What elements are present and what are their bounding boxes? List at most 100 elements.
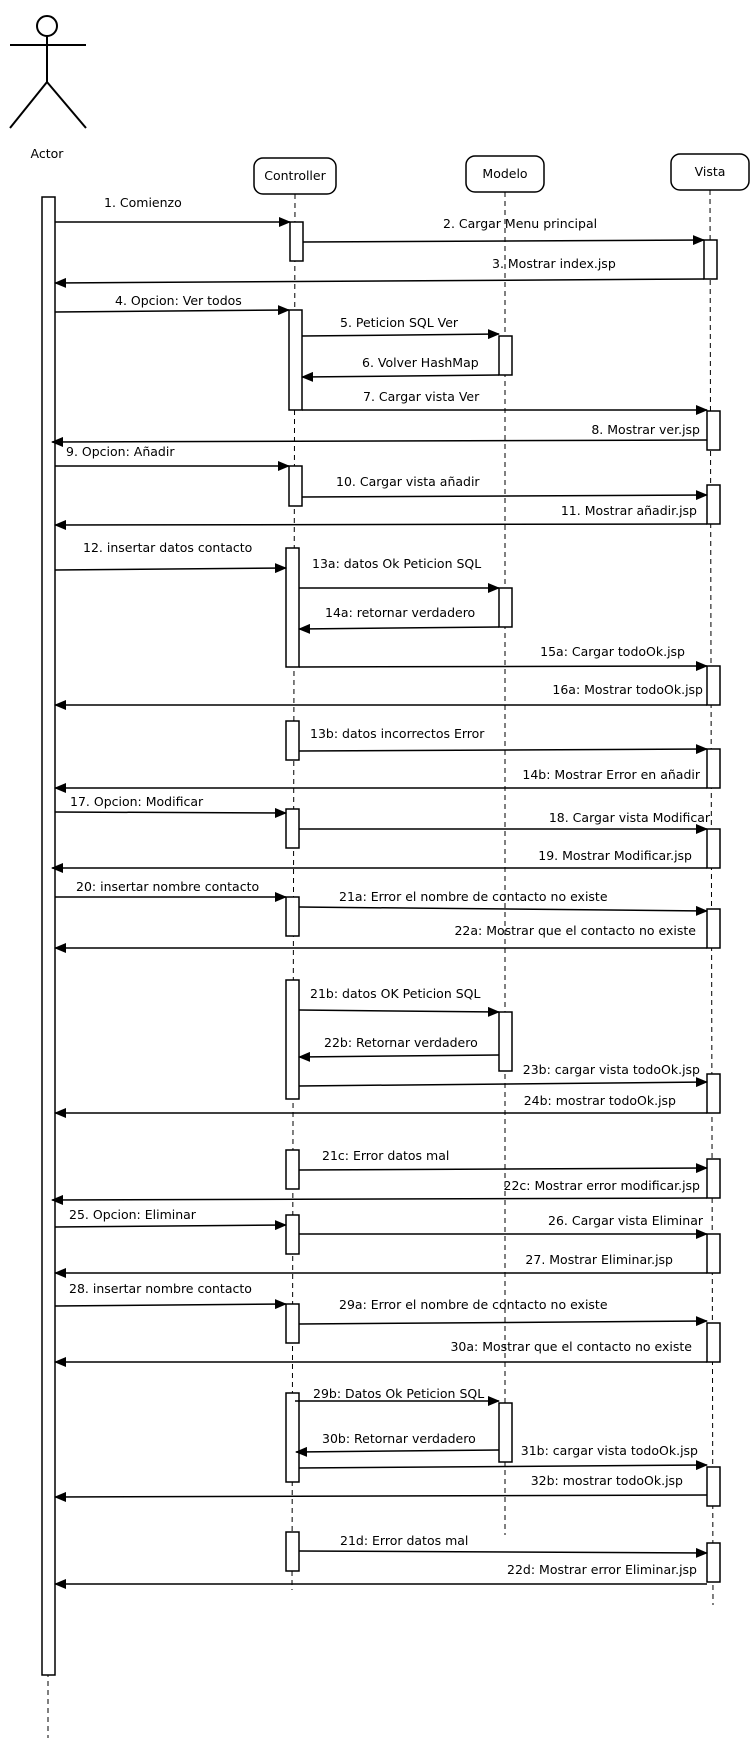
message-label: 16a: Mostrar todoOk.jsp [552, 682, 703, 697]
message-label: 19. Mostrar Modificar.jsp [538, 848, 692, 863]
message-label: 6. Volver HashMap [362, 355, 479, 370]
message-label: 21b: datos OK Peticion SQL [310, 986, 480, 1001]
message-label: 21a: Error el nombre de contacto no exis… [339, 889, 608, 904]
vista-lifeline [709, 189, 714, 1606]
controller-activation [285, 1531, 300, 1572]
controller-lifeline [291, 193, 296, 1591]
message-arrow [54, 807, 287, 818]
modelo-activation [498, 335, 513, 376]
message-arrow [301, 371, 500, 382]
message-arrow [298, 1006, 500, 1017]
vista-activation [706, 1233, 721, 1274]
message-arrow [301, 329, 500, 340]
message-arrow [54, 519, 708, 530]
message-arrow [54, 305, 290, 316]
message-label: 13b: datos incorrectos Error [310, 726, 485, 741]
message-arrow [298, 1163, 708, 1174]
message-arrow [54, 563, 287, 574]
message-arrow [51, 436, 708, 447]
controller-activation [288, 465, 303, 507]
modelo-label: Modelo [482, 166, 527, 181]
controller-activation [285, 1214, 300, 1255]
message-arrow [298, 1547, 708, 1558]
vista-activation [706, 484, 721, 525]
message-label: 21c: Error datos mal [322, 1148, 449, 1163]
message-label: 5. Peticion SQL Ver [340, 315, 459, 330]
message-label: 12. insertar datos contacto [83, 540, 252, 555]
controller-activation [285, 1392, 300, 1483]
message-arrow [298, 1077, 708, 1088]
message-arrow [54, 277, 705, 288]
message-label: 1. Comienzo [104, 195, 182, 210]
message-arrow [298, 1051, 500, 1062]
message-arrow [51, 1194, 708, 1205]
message-label: 22a: Mostrar que el contacto no existe [454, 923, 696, 938]
controller-activation [285, 720, 300, 761]
message-label: 10. Cargar vista añadir [336, 474, 480, 489]
message-label: 9. Opcion: Añadir [66, 444, 175, 459]
controller-activation [285, 979, 300, 1100]
actor-activation [41, 196, 56, 1676]
message-arrow [298, 661, 708, 672]
message-label: 14b: Mostrar Error en añadir [522, 767, 700, 782]
message-label: 31b: cargar vista todoOk.jsp [521, 1443, 698, 1458]
actor-label: Actor [31, 146, 65, 161]
message-label: 13a: datos Ok Peticion SQL [312, 556, 481, 571]
controller-activation [285, 547, 300, 668]
controller-activation [285, 896, 300, 937]
message-arrow [295, 1446, 500, 1457]
controller-activation [285, 808, 300, 849]
actor-figure-icon [9, 15, 87, 129]
controller-label: Controller [264, 168, 326, 183]
vista-activation [706, 665, 721, 706]
message-label: 8. Mostrar ver.jsp [591, 422, 700, 437]
vista-activation [706, 1322, 721, 1363]
message-label: 22d: Mostrar error Eliminar.jsp [507, 1562, 697, 1577]
message-label: 30b: Retornar verdadero [322, 1431, 476, 1446]
vista-activation [706, 1158, 721, 1199]
message-arrow [302, 235, 705, 246]
message-label: 32b: mostrar todoOk.jsp [531, 1473, 683, 1488]
vista-label: Vista [695, 164, 726, 179]
message-label: 28. insertar nombre contacto [69, 1281, 252, 1296]
message-label: 23b: cargar vista todoOk.jsp [523, 1062, 700, 1077]
modelo-activation [498, 1011, 513, 1072]
vista-activation [706, 410, 721, 451]
message-label: 24b: mostrar todoOk.jsp [524, 1093, 676, 1108]
message-label: 4. Opcion: Ver todos [115, 293, 242, 308]
message-label: 15a: Cargar todoOk.jsp [540, 644, 685, 659]
vista-activation [706, 1073, 721, 1114]
activation-bars [41, 196, 721, 1676]
message-arrow [298, 744, 708, 755]
message-label: 3. Mostrar index.jsp [492, 256, 616, 271]
vista-activation [706, 908, 721, 949]
message-label: 25. Opcion: Eliminar [69, 1207, 197, 1222]
message-arrow [54, 1299, 287, 1310]
message-label: 11. Mostrar añadir.jsp [561, 503, 697, 518]
message-label: 29b: Datos Ok Peticion SQL [313, 1386, 484, 1401]
message-arrow [298, 623, 500, 634]
message-label: 2. Cargar Menu principal [443, 216, 597, 231]
message-label: 22c: Mostrar error modificar.jsp [504, 1178, 701, 1193]
message-label: 22b: Retornar verdadero [324, 1035, 478, 1050]
message-arrow [54, 1491, 708, 1502]
message-label: 26. Cargar vista Eliminar [548, 1213, 704, 1228]
controller-activation [285, 1303, 300, 1344]
vista-activation [706, 748, 721, 789]
controller-activation [285, 1149, 300, 1190]
modelo-activation [498, 1402, 513, 1463]
message-label: 20: insertar nombre contacto [76, 879, 259, 894]
messages: 1. Comienzo 2. Cargar Menu principal 3. … [51, 195, 711, 1589]
message-label: 21d: Error datos mal [340, 1533, 468, 1548]
message-arrow [298, 905, 708, 916]
modelo-activation [498, 587, 513, 628]
message-label: 27. Mostrar Eliminar.jsp [525, 1252, 673, 1267]
message-arrow [54, 1220, 287, 1231]
message-label: 18. Cargar vista Modificar [549, 810, 711, 825]
vista-activation [706, 1466, 721, 1507]
message-label: 7. Cargar vista Ver [363, 389, 480, 404]
controller-activation [288, 309, 303, 411]
message-arrow [298, 1460, 708, 1471]
controller-activation [289, 221, 304, 262]
message-label: 17. Opcion: Modificar [70, 794, 204, 809]
